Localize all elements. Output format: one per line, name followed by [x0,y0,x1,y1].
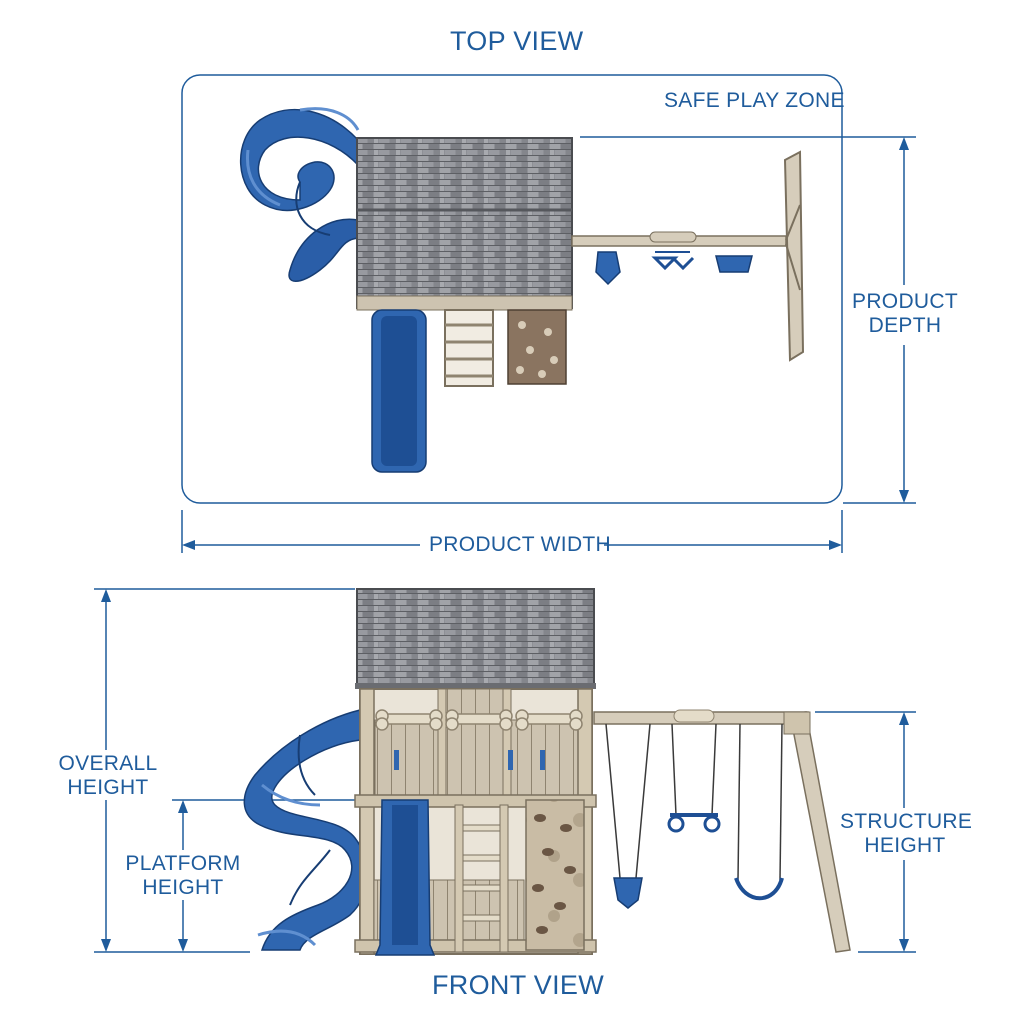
overall-height-line2: HEIGHT [67,776,149,799]
swing-set-front [593,709,851,953]
platform-height-label: PLATFORM HEIGHT [122,852,244,900]
structure-height-line2: HEIGHT [864,834,946,857]
rock-wall-top [507,309,567,385]
straight-slide-front [374,799,436,956]
safe-play-zone-boundary [181,74,843,504]
product-depth-label: PRODUCT DEPTH [850,290,960,338]
roof-front [356,588,595,686]
ladder-front [454,804,509,953]
product-depth-line2: DEPTH [868,314,942,337]
product-depth-line1: PRODUCT [852,290,958,313]
overall-height-line1: OVERALL [58,752,158,775]
top-view-title: TOP VIEW [450,26,584,56]
front-view-title: FRONT VIEW [432,970,605,1000]
rock-wall-front [525,799,585,951]
overall-height-label: OVERALL HEIGHT [52,752,164,800]
tube-slide-top [239,107,360,282]
front-view-drawing [94,588,916,956]
product-width-label: PRODUCT WIDTH [425,533,615,557]
structure-height-label: STRUCTURE HEIGHT [840,810,973,858]
ladder-top [444,309,494,387]
swings-top [595,251,753,286]
overall-height-dimension [94,588,355,953]
tube-slide-front [243,709,368,951]
platform-height-line2: HEIGHT [142,876,224,899]
safe-play-zone-label: SAFE PLAY ZONE [664,89,845,112]
structure-height-line1: STRUCTURE [840,810,973,833]
structure-height-dimension [815,711,916,953]
swing-beam-top [571,150,805,362]
platform-height-line1: PLATFORM [125,852,241,875]
product-width-dimension [181,510,843,553]
roof-top [356,137,573,309]
product-depth-dimension [580,136,916,504]
top-view-drawing [181,74,916,553]
